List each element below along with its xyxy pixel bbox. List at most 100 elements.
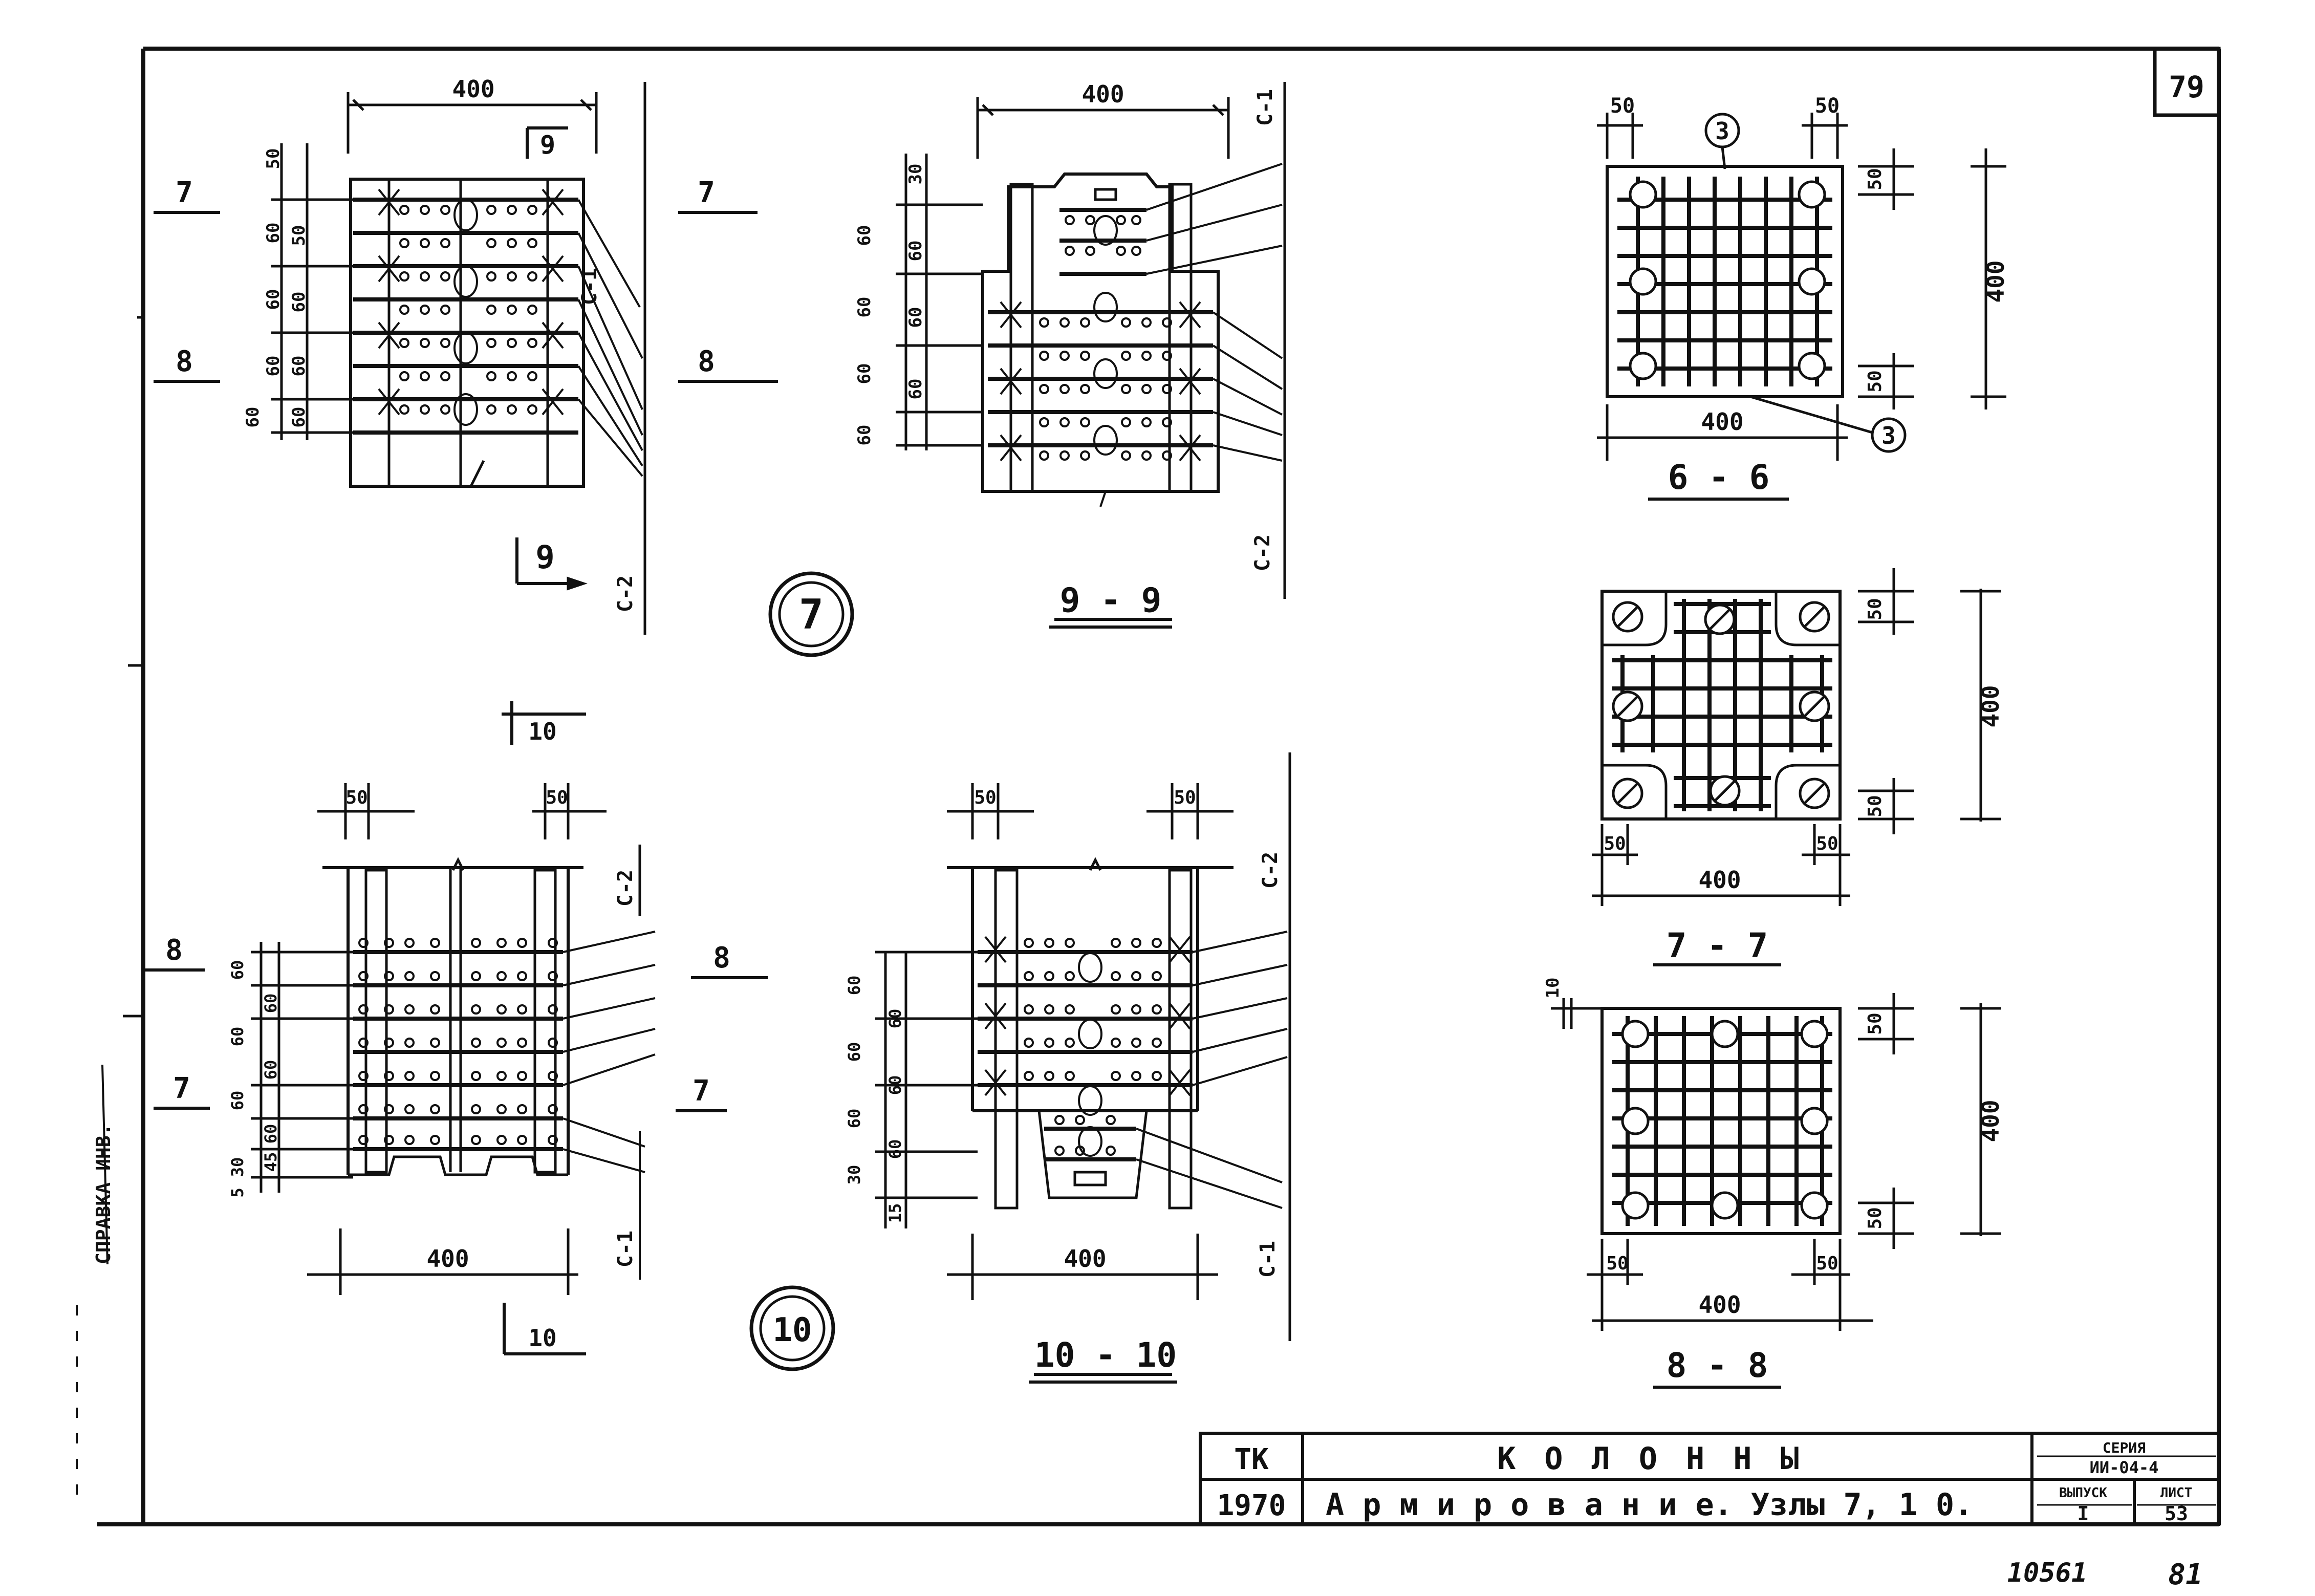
sec66-callout-bottom: 3 bbox=[1881, 422, 1896, 449]
sec99-spacing-inner: 60 60 60 bbox=[905, 241, 926, 400]
sec88-height-dim: 400 bbox=[1977, 1099, 2004, 1142]
elev9-cut-left-bottom: 8 bbox=[176, 345, 193, 378]
detail-marker-7-label: 7 bbox=[799, 591, 824, 638]
title-block-issue-value: I bbox=[2078, 1502, 2089, 1525]
elev10-dim-right: 50 bbox=[546, 787, 568, 808]
section-9-9-drawing bbox=[896, 82, 1286, 629]
svg-text:30: 30 bbox=[905, 164, 926, 185]
sec88-title: 8 - 8 bbox=[1667, 1346, 1768, 1385]
elev9-cut-right-top: 7 bbox=[698, 176, 715, 209]
sec66-dim-bottom: 50 bbox=[1865, 370, 1886, 392]
sec99-ref-bottom: С-2 bbox=[1251, 534, 1274, 571]
svg-text:С-2: С-2 bbox=[1259, 852, 1282, 889]
svg-text:60: 60 bbox=[885, 1009, 905, 1029]
svg-text:60: 60 bbox=[905, 379, 926, 400]
svg-text:50: 50 bbox=[1865, 1207, 1886, 1229]
sec77-dim-bottom: 50 bbox=[1865, 795, 1886, 817]
svg-text:С-2: С-2 bbox=[614, 575, 637, 612]
elevation-node-10-lower bbox=[143, 701, 768, 1355]
sec1010-spacing-outer: 60 60 60 30 15 bbox=[845, 976, 905, 1223]
sec66-dim-right: 50 bbox=[1815, 94, 1840, 118]
sec77-dim-top: 50 bbox=[1865, 598, 1886, 620]
elev9-cut-mark-bottom: 9 bbox=[535, 538, 554, 576]
sec66-title: 6 - 6 bbox=[1668, 458, 1770, 497]
title-block-issue-label: ВЫПУСК bbox=[2059, 1485, 2107, 1501]
sec88-dim-bottom: 50 bbox=[1865, 1207, 1886, 1229]
sec88-overall-dim: 400 bbox=[1698, 1291, 1741, 1319]
svg-text:50: 50 bbox=[1865, 168, 1886, 190]
svg-text:60: 60 bbox=[854, 425, 875, 446]
bottom-note-left: 10561 bbox=[2007, 1558, 2088, 1588]
sec88-dim-top: 50 bbox=[1865, 1012, 1886, 1034]
sec88-dim-left: 50 bbox=[1606, 1253, 1628, 1274]
svg-text:10: 10 bbox=[1543, 978, 1563, 999]
sec77-dim-left: 50 bbox=[1604, 833, 1626, 854]
detail-marker-10-label: 10 bbox=[772, 1311, 812, 1349]
sec66-callout-top: 3 bbox=[1715, 117, 1729, 145]
svg-text:60: 60 bbox=[261, 994, 280, 1013]
svg-text:50: 50 bbox=[1865, 1012, 1886, 1034]
svg-text:60: 60 bbox=[885, 1075, 905, 1095]
drawing-frame bbox=[97, 47, 2221, 1526]
elev10-ref-top: С-2 bbox=[614, 870, 637, 907]
svg-text:60: 60 bbox=[228, 960, 247, 980]
svg-text:60: 60 bbox=[845, 1109, 864, 1129]
title-block-subtitle: А р м и р о в а н и е. Узлы 7, 1 0. bbox=[1326, 1487, 1973, 1523]
detail-marker-10 bbox=[749, 1285, 835, 1371]
svg-text:30: 30 bbox=[845, 1165, 864, 1185]
title-block-sheet-value: 53 bbox=[2165, 1502, 2188, 1525]
title-block-year: 1970 bbox=[1217, 1489, 1286, 1522]
svg-text:С-1: С-1 bbox=[1256, 1241, 1280, 1278]
elev10-spacing-inner: 60 60 60 45 bbox=[261, 994, 280, 1172]
sec88-dim-gap: 10 bbox=[1543, 978, 1563, 999]
svg-text:60: 60 bbox=[261, 1124, 280, 1144]
svg-text:С-1: С-1 bbox=[578, 268, 601, 305]
svg-text:60: 60 bbox=[289, 407, 309, 428]
svg-text:60: 60 bbox=[261, 1060, 280, 1080]
svg-text:400: 400 bbox=[1977, 1099, 2004, 1142]
sec77-overall-dim: 400 bbox=[1698, 866, 1741, 894]
svg-text:60: 60 bbox=[854, 225, 875, 246]
elev9-ref-top: С-1 bbox=[578, 268, 601, 305]
svg-text:15: 15 bbox=[885, 1203, 905, 1223]
sec66-height-dim: 400 bbox=[1982, 260, 2009, 303]
sec99-ref-top: С-1 bbox=[1253, 89, 1277, 126]
svg-text:60: 60 bbox=[263, 356, 284, 377]
sec99-title: 9 - 9 bbox=[1060, 580, 1162, 620]
elev10-cut-right-bottom: 7 bbox=[693, 1074, 710, 1108]
elev9-overall-dim: 400 bbox=[452, 75, 494, 103]
elev10-cut-left-top: 8 bbox=[165, 934, 183, 967]
sec77-title: 7 - 7 bbox=[1667, 926, 1768, 965]
sec1010-overall-dim: 400 bbox=[1064, 1245, 1106, 1273]
page-number: 79 bbox=[2169, 70, 2204, 104]
detail-marker-7 bbox=[768, 571, 854, 657]
section-7-7-drawing bbox=[1592, 568, 2001, 966]
svg-text:С-1: С-1 bbox=[614, 1231, 637, 1267]
title-block-name: К О Л О Н Н Ы bbox=[1497, 1441, 1804, 1477]
sec77-height-dim: 400 bbox=[1977, 685, 2004, 727]
svg-text:60: 60 bbox=[243, 407, 263, 428]
svg-text:50: 50 bbox=[263, 148, 284, 169]
elev10-cut-mark-top: 10 bbox=[528, 718, 556, 745]
svg-text:60: 60 bbox=[228, 1091, 247, 1111]
sec66-dim-top: 50 bbox=[1865, 168, 1886, 190]
svg-text:5: 5 bbox=[228, 1188, 247, 1197]
title-block-sheet-label: ЛИСТ bbox=[2160, 1485, 2193, 1501]
elev9-spacing-inner: 50 60 60 60 bbox=[289, 225, 309, 428]
svg-text:60: 60 bbox=[885, 1139, 905, 1159]
elev9-cut-left-top: 7 bbox=[176, 176, 193, 209]
bottom-note-right: 81 bbox=[2168, 1558, 2202, 1591]
elev9-cut-mark-top: 9 bbox=[540, 130, 555, 160]
sec99-overall-dim: 400 bbox=[1081, 80, 1124, 108]
elevation-node-7-upper bbox=[154, 82, 778, 635]
sec88-dim-right: 50 bbox=[1816, 1253, 1838, 1274]
svg-text:60: 60 bbox=[263, 289, 284, 310]
sec1010-ref-bottom: С-1 bbox=[1256, 1241, 1280, 1278]
elev10-cut-right-top: 8 bbox=[713, 941, 730, 975]
margin-stamp: СПРАВКА ИНВ. bbox=[92, 1124, 115, 1264]
svg-text:45: 45 bbox=[261, 1152, 280, 1172]
svg-text:60: 60 bbox=[905, 307, 926, 328]
title-block-series-label: СЕРИЯ bbox=[2103, 1439, 2146, 1456]
svg-text:50: 50 bbox=[1865, 370, 1886, 392]
